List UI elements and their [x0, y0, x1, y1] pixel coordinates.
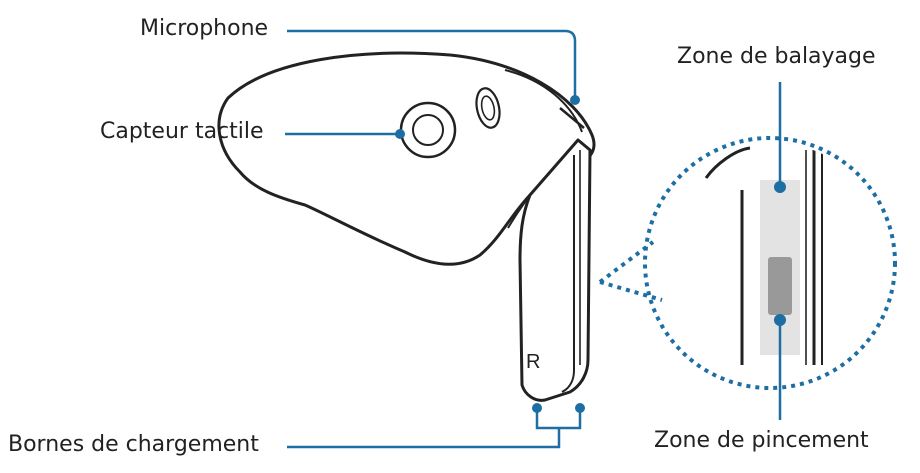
side-mark: R: [526, 351, 540, 373]
touch-sensor-inner: [412, 114, 444, 146]
swipe-zone-leader-dot: [774, 181, 786, 193]
microphone-leader: [287, 29, 577, 100]
magnifier-circle: [643, 136, 897, 390]
swipe-zone-label: Zone de balayage: [677, 44, 876, 69]
proximity-sensor-inner: [480, 95, 496, 121]
pinch-zone-label: Zone de pincement: [654, 428, 869, 453]
pinch-zone-area: [768, 257, 792, 315]
touch-sensor: [399, 101, 457, 159]
microphone-leader-dot: [570, 95, 580, 105]
earbud-stem-edge: [561, 155, 575, 393]
magnifier-leader-top: [598, 240, 655, 284]
touch-sensor-leader-dot: [395, 129, 405, 139]
touch-sensor-label: Capteur tactile: [100, 119, 264, 144]
earbud-head: [217, 51, 596, 266]
charging-contacts-label: Bornes de chargement: [8, 432, 259, 457]
magnifier-leader-bottom: [599, 280, 663, 302]
microphone-opening: [559, 107, 585, 129]
pinch-zone-leader-dot: [774, 314, 786, 326]
earbud-stem: [518, 138, 592, 402]
magnified-stem: [704, 146, 823, 365]
charging-contacts-bracket: [287, 408, 582, 449]
microphone-label: Microphone: [140, 16, 269, 41]
